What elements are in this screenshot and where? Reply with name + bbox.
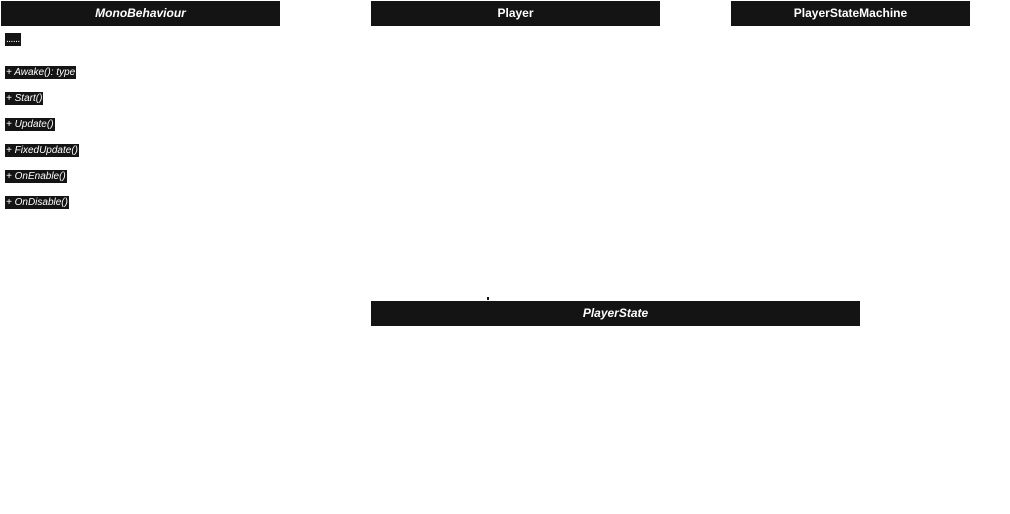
operation-fixed-update[interactable]: + FixedUpdate() [5, 144, 79, 157]
operation-update[interactable]: + Update() [5, 118, 55, 131]
class-player-state-machine-header[interactable]: PlayerStateMachine [731, 1, 970, 26]
operation-awake[interactable]: + Awake(): type [5, 66, 77, 79]
class-player[interactable]: Player [371, 1, 660, 26]
operation-start[interactable]: + Start() [5, 92, 44, 105]
class-player-state[interactable]: PlayerState [371, 301, 860, 326]
operation-on-enable[interactable]: + OnEnable() [5, 170, 67, 183]
operation-on-disable[interactable]: + OnDisable() [5, 196, 69, 209]
class-monobehaviour-header[interactable]: MonoBehaviour [1, 1, 280, 26]
class-monobehaviour-field[interactable]: ...... [5, 33, 21, 46]
connector-end-marker [487, 297, 489, 300]
class-monobehaviour[interactable]: MonoBehaviour [1, 1, 280, 26]
class-player-header[interactable]: Player [371, 1, 660, 26]
class-player-state-header[interactable]: PlayerState [371, 301, 860, 326]
class-player-state-machine[interactable]: PlayerStateMachine [731, 1, 970, 26]
